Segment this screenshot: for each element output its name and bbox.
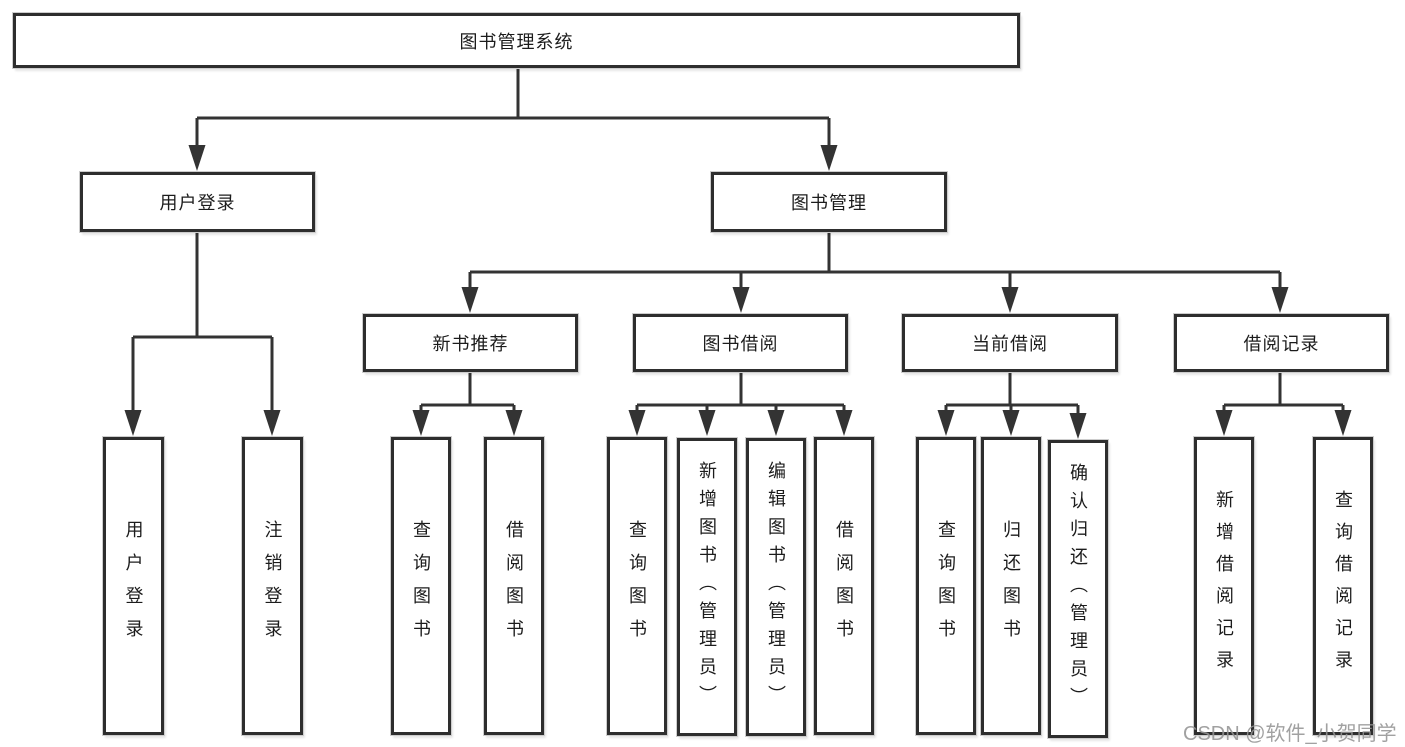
node-book-borrowing: 图书借阅 bbox=[633, 314, 848, 372]
node-library-management-system: 图书管理系统 bbox=[13, 13, 1020, 68]
leaf-logout: 注销登录 bbox=[242, 437, 303, 735]
node-label: 借阅记录 bbox=[1243, 334, 1320, 354]
node-label: 新增借阅记录 bbox=[1214, 490, 1234, 682]
node-new-book-recommend: 新书推荐 bbox=[363, 314, 578, 372]
arrowhead-icons bbox=[124, 145, 1352, 439]
node-label: 新书推荐 bbox=[432, 334, 509, 354]
node-label: 归还图书 bbox=[1001, 520, 1021, 652]
leaf-add-borrow-record: 新增借阅记录 bbox=[1194, 437, 1254, 735]
node-label: 用户登录 bbox=[123, 520, 144, 652]
node-label: 图书管理系统 bbox=[459, 31, 574, 52]
watermark: CSDN @软件_小贺同学 bbox=[1183, 723, 1397, 745]
node-label: 确认归还（管理员） bbox=[1068, 463, 1088, 715]
node-label: 借阅图书 bbox=[504, 520, 524, 652]
node-label: 新增图书（管理员） bbox=[697, 461, 717, 713]
leaf-add-books-admin: 新增图书（管理员） bbox=[677, 438, 737, 736]
leaf-query-borrow-record: 查询借阅记录 bbox=[1313, 437, 1373, 735]
node-current-borrowing: 当前借阅 bbox=[902, 314, 1118, 372]
leaf-confirm-return-admin: 确认归还（管理员） bbox=[1048, 440, 1108, 738]
leaf-return-books: 归还图书 bbox=[981, 437, 1041, 735]
node-label: 用户登录 bbox=[159, 193, 236, 213]
leaf-borrow-books-2: 借阅图书 bbox=[814, 437, 874, 735]
node-label: 图书借阅 bbox=[702, 334, 779, 354]
node-label: 注销登录 bbox=[262, 520, 283, 652]
node-label: 查询借阅记录 bbox=[1333, 490, 1353, 682]
leaf-query-books-3: 查询图书 bbox=[916, 437, 976, 735]
leaf-query-books-2: 查询图书 bbox=[607, 437, 667, 735]
node-user-login: 用户登录 bbox=[80, 172, 315, 232]
node-label: 当前借阅 bbox=[972, 334, 1048, 354]
leaf-edit-books-admin: 编辑图书（管理员） bbox=[746, 438, 806, 736]
node-label: 图书管理 bbox=[791, 193, 867, 213]
node-label: 查询图书 bbox=[936, 520, 956, 652]
node-borrowing-records: 借阅记录 bbox=[1174, 314, 1389, 372]
node-label: 编辑图书（管理员） bbox=[766, 461, 786, 713]
leaf-borrow-books-1: 借阅图书 bbox=[484, 437, 544, 735]
node-label: 查询图书 bbox=[627, 520, 647, 652]
leaf-query-books-1: 查询图书 bbox=[391, 437, 451, 735]
node-book-management: 图书管理 bbox=[711, 172, 947, 232]
leaf-user-login: 用户登录 bbox=[103, 437, 164, 735]
node-label: 借阅图书 bbox=[834, 520, 854, 652]
node-label: 查询图书 bbox=[411, 520, 431, 652]
